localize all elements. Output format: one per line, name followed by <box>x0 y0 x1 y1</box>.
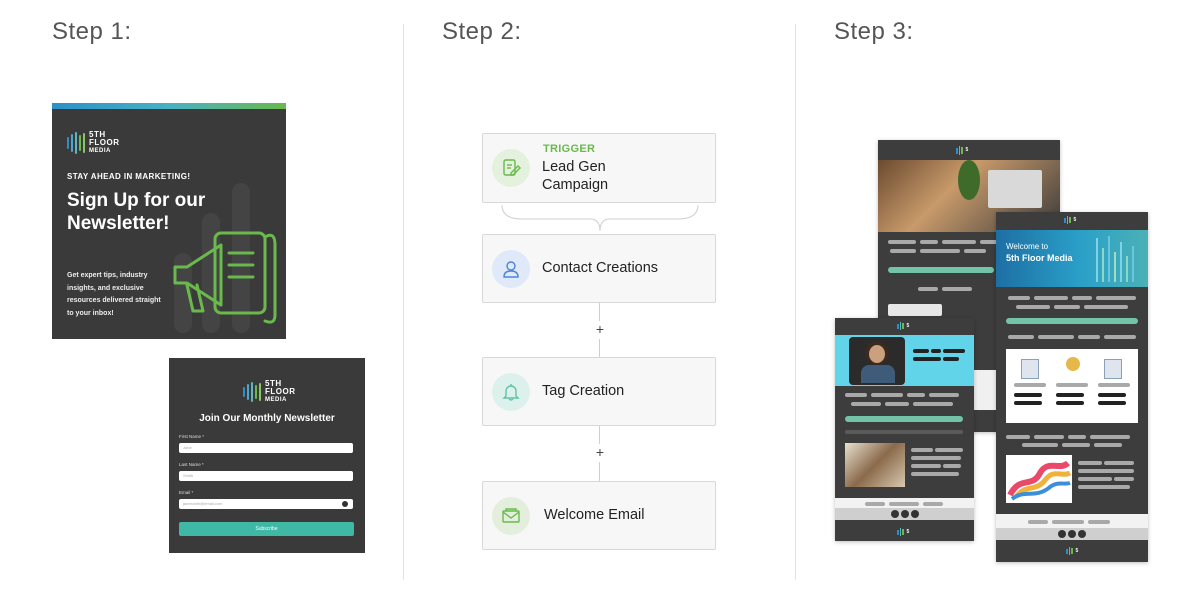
user-icon <box>492 250 530 288</box>
contact-step-label: Contact Creations <box>542 260 659 276</box>
brand-logo: 5TH FLOOR MEDIA <box>243 380 296 404</box>
email-step-label: Welcome Email <box>544 507 645 523</box>
content-photo <box>845 443 905 487</box>
email-icon <box>492 497 530 535</box>
hero-line2: 5th Floor Media <box>1006 253 1073 263</box>
workflow-trigger-card[interactable]: TRIGGER Lead Gen Campaign <box>482 133 716 203</box>
social-bar <box>835 508 974 520</box>
last-name-label: Last Name * <box>179 462 204 467</box>
step-3-title: Step 3: <box>834 18 914 45</box>
content-photo <box>1006 455 1072 503</box>
brand-logo-icon: 5 <box>897 528 909 536</box>
brand-logo-icon: 5 <box>1064 216 1076 224</box>
hero-banner <box>835 335 974 386</box>
brand-logo-icon: 5 <box>956 146 968 155</box>
add-step-button[interactable]: + <box>595 321 605 337</box>
logo-bars-icon <box>67 132 85 154</box>
signup-form: 5TH FLOOR MEDIA Join Our Monthly Newslet… <box>169 358 365 553</box>
email-field[interactable]: janesmith@email.com <box>179 499 353 509</box>
workflow-step-email[interactable]: Welcome Email <box>482 481 716 550</box>
logo-bars-icon <box>243 382 261 402</box>
first-name-field[interactable]: Jane <box>179 443 353 453</box>
hero-line1: Welcome to <box>1006 242 1049 251</box>
trigger-label-line2: Campaign <box>542 177 609 193</box>
hero-banner: Welcome to 5th Floor Media <box>996 230 1148 287</box>
step-divider <box>403 24 404 580</box>
promo-kicker: STAY AHEAD IN MARKETING! <box>67 172 191 181</box>
newsletter-promo-graphic: 5TH FLOOR MEDIA STAY AHEAD IN MARKETING!… <box>52 103 286 339</box>
signup-title: Join Our Monthly Newsletter <box>199 413 335 424</box>
step-1-title: Step 1: <box>52 18 132 45</box>
brace-connector <box>501 204 699 232</box>
trigger-label: Lead Gen Campaign <box>542 158 608 194</box>
autofill-icon <box>342 501 348 507</box>
decor-bar <box>174 253 192 333</box>
step-divider <box>795 24 796 580</box>
logo-text-bottom: MEDIA <box>89 148 111 154</box>
step-2-title: Step 2: <box>442 18 522 45</box>
form-edit-icon <box>492 149 530 187</box>
connector-line <box>599 462 600 481</box>
logo-text-top: 5TH <box>89 130 106 139</box>
email-preview-left: 5 5 <box>835 318 974 541</box>
promo-title: Sign Up for our Newsletter! <box>67 190 206 234</box>
connector-line <box>599 339 600 357</box>
features-block <box>1006 349 1138 423</box>
workflow-step-tag[interactable]: Tag Creation <box>482 357 716 426</box>
brand-logo: 5TH FLOOR MEDIA <box>67 131 120 155</box>
content-thumbnail <box>888 304 942 316</box>
logo-text-bottom: MEDIA <box>265 397 287 403</box>
add-step-button[interactable]: + <box>595 444 605 460</box>
last-name-field[interactable]: Smith <box>179 471 353 481</box>
first-name-label: First Name * <box>179 434 205 439</box>
promo-body: Get expert tips, industry insights, and … <box>67 272 161 317</box>
decor-bar <box>232 183 250 333</box>
workflow-step-contact[interactable]: Contact Creations <box>482 234 716 303</box>
brand-logo-icon: 5 <box>897 322 909 330</box>
email-preview-right: 5 Welcome to 5th Floor Media <box>996 212 1148 562</box>
logo-text-top: 5TH <box>265 379 282 388</box>
social-bar <box>996 528 1148 540</box>
connector-line <box>599 426 600 444</box>
connector-line <box>599 303 600 321</box>
logo-text-mid: FLOOR <box>265 387 296 396</box>
trigger-label-line1: Lead Gen <box>542 159 606 175</box>
tag-step-label: Tag Creation <box>542 383 625 399</box>
megaphone-icon <box>173 231 277 324</box>
gradient-bar <box>52 103 286 109</box>
trigger-tag: TRIGGER <box>543 143 596 155</box>
subscribe-button[interactable]: Subscribe <box>179 522 354 536</box>
brand-logo-icon: 5 <box>1066 547 1078 555</box>
bell-icon <box>492 373 530 411</box>
logo-text-mid: FLOOR <box>89 138 120 147</box>
email-label: Email * <box>179 490 194 495</box>
